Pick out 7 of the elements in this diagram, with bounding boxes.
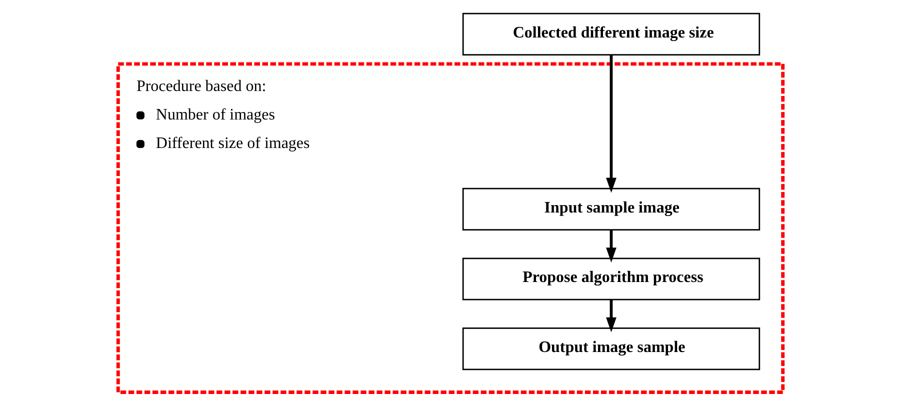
node-box: Output image sample — [462, 327, 760, 370]
node-box: Input sample image — [462, 187, 760, 230]
arrow — [606, 229, 616, 262]
arrow — [606, 54, 616, 192]
node-box: Propose algorithm process — [462, 257, 760, 300]
node-box: Collected different image size — [462, 12, 760, 55]
arrow — [606, 299, 616, 332]
